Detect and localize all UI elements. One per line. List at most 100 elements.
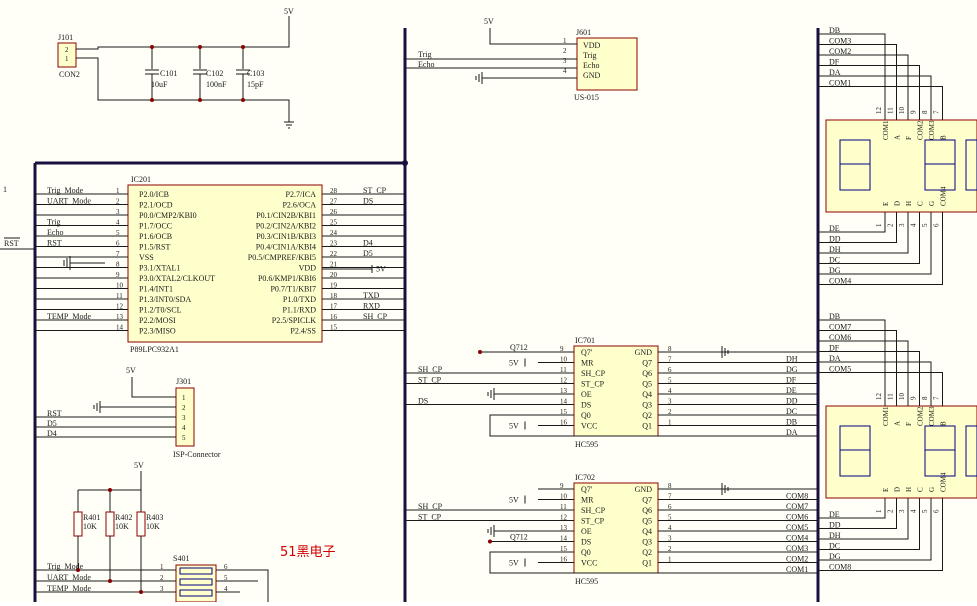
display_top-top-net: DB — [829, 26, 840, 35]
ic201-pin-number: 17 — [330, 303, 338, 311]
ic701-pin-number: 10 — [560, 356, 568, 364]
ic702-pin-name: GND — [635, 485, 653, 494]
display_top-top-name: A — [894, 135, 902, 140]
ic702-net-label: COM4 — [786, 534, 808, 543]
display_top-top-pin: 8 — [921, 110, 929, 114]
display_top-top-name: F — [905, 136, 913, 140]
display_bottom-bottom-name: E — [882, 488, 890, 492]
ic701-pin-name: Q7 — [642, 359, 652, 368]
ic701-net-label: DA — [786, 428, 798, 437]
ic201-pin-name: P1.3/INT0/SDA — [139, 295, 191, 304]
s401-pin-number: 6 — [224, 563, 228, 571]
j301-pin-number: 1 — [182, 394, 186, 402]
display_top-top-pin: 12 — [875, 107, 883, 115]
ic701-pin-number: 4 — [668, 387, 672, 395]
j601-part: US-015 — [574, 93, 599, 102]
ic201-pin-name: P1.5/RST — [139, 243, 170, 252]
ic702-pin-name: Q5 — [642, 517, 652, 526]
ic201-pin-name: P2.5/SPICLK — [272, 316, 316, 325]
ic701-pin-number: 14 — [560, 398, 568, 406]
display_bottom-top-net: COM6 — [829, 333, 851, 342]
display_bottom-top-name: A — [894, 421, 902, 426]
ic201-pin-number: 24 — [330, 229, 338, 237]
j301-pin-number: 3 — [182, 414, 186, 422]
ic201-net-label: UART_Mode — [47, 197, 91, 206]
ic201-net-label: D4 — [363, 239, 373, 248]
display_top-top-net: COM3 — [829, 37, 851, 46]
ic702-net-label: COM5 — [786, 523, 808, 532]
ic201-pin-number: 10 — [116, 282, 124, 290]
display_bottom-bottom-net: DC — [829, 542, 840, 551]
j601-pin-name: Trig — [583, 51, 597, 60]
ic201-net-label: SH_CP — [363, 312, 388, 321]
j301-net-label: D5 — [47, 419, 57, 428]
display_bottom-top-name: COM3 — [928, 406, 936, 426]
ic702-pin-name: Q4 — [642, 527, 652, 536]
j101-connector — [57, 42, 77, 68]
display_bottom-top-pin: 8 — [921, 396, 929, 400]
ic201-pin-name: P0.5/CMPREF/KBI5 — [248, 253, 316, 262]
ic702-pin-name: MR — [581, 496, 594, 505]
display_top-bottom-name: D — [894, 201, 902, 206]
cap-c103-value: 15pF — [247, 80, 264, 89]
edge-one-label: 1 — [3, 185, 7, 194]
j101-ref: J101 — [58, 33, 73, 42]
ic702-pin-name: VCC — [581, 559, 597, 568]
j601-5v-label: 5V — [484, 17, 494, 26]
ic702-pin-number: 9 — [560, 482, 564, 490]
ic702-pin-number: 6 — [668, 503, 672, 511]
ic702-part: HC595 — [575, 577, 598, 586]
ic702-net-label: COM1 — [786, 565, 808, 574]
ic201-pin-number: 12 — [116, 303, 124, 311]
ic701-body — [573, 345, 659, 437]
ic701-pin-name: VCC — [581, 422, 597, 431]
ic201-pin-name: P0.6/KMP1/KBI6 — [258, 274, 316, 283]
ic201-pin-name: P2.1/OCD — [139, 201, 173, 210]
s401-net-label: Trig_Mode — [47, 562, 84, 571]
ic702-pin-name: Q7 — [642, 496, 652, 505]
display_bottom-bottom-pin: 6 — [933, 509, 941, 513]
ic701-pin-number: 13 — [560, 387, 568, 395]
ic702-pin-number: 16 — [560, 556, 568, 564]
ic201-pin-number: 20 — [330, 271, 338, 279]
ic701-pin-name: MR — [581, 359, 594, 368]
display_bottom-bottom-pin: 4 — [910, 509, 918, 513]
ic702-net-label: COM2 — [786, 555, 808, 564]
ic201-pin-number: 8 — [116, 261, 120, 269]
ic701-q712-label: Q712 — [510, 343, 528, 352]
s401-net-label: TEMP_Mode — [47, 584, 91, 593]
display_top-bottom-pin: 1 — [875, 223, 883, 227]
display_bottom-bottom-pin: 5 — [921, 509, 929, 513]
ic702-ref: IC702 — [575, 473, 595, 482]
display_bottom-bottom-net: DH — [829, 531, 841, 540]
display_bottom-bottom-pin: 1 — [875, 509, 883, 513]
ic701-net-label: DE — [786, 386, 797, 395]
display_bottom-top-net: DA — [829, 354, 841, 363]
ic201-pin-number: 21 — [330, 261, 338, 269]
j301-pin-number: 4 — [182, 424, 186, 432]
ic701-ref: IC701 — [575, 336, 595, 345]
display_bottom-bottom-name: G — [928, 487, 936, 492]
ic201-pin-name: P1.1/RXD — [282, 306, 316, 315]
cap-c103-ref: C103 — [247, 69, 264, 78]
display_top-bottom-name: G — [928, 201, 936, 206]
display_bottom-bottom-name: C — [917, 487, 925, 492]
ic201-net-label: Echo — [47, 228, 63, 237]
display_top-top-net: DA — [829, 68, 841, 77]
ic201-net-label: D5 — [363, 249, 373, 258]
ic201-pin-number: 15 — [330, 324, 338, 332]
display_bottom-bottom-net: DE — [829, 510, 840, 519]
ic701-pin-name: Q0 — [581, 411, 591, 420]
s401-pin-number: 2 — [160, 574, 164, 582]
r402-value: 10K — [115, 522, 129, 531]
display_top-bottom-pin: 4 — [910, 223, 918, 227]
ic201-pin-name: P1.4/INT1 — [139, 285, 173, 294]
ic201-pin-number: 13 — [116, 313, 124, 321]
ic702-pin-name: Q1 — [642, 559, 652, 568]
ic201-pin-name: P0.3/CIN1B/KBI3 — [256, 232, 316, 241]
ic701-pin-name: Q3 — [642, 401, 652, 410]
power-5v-label-top: 5V — [284, 7, 294, 16]
